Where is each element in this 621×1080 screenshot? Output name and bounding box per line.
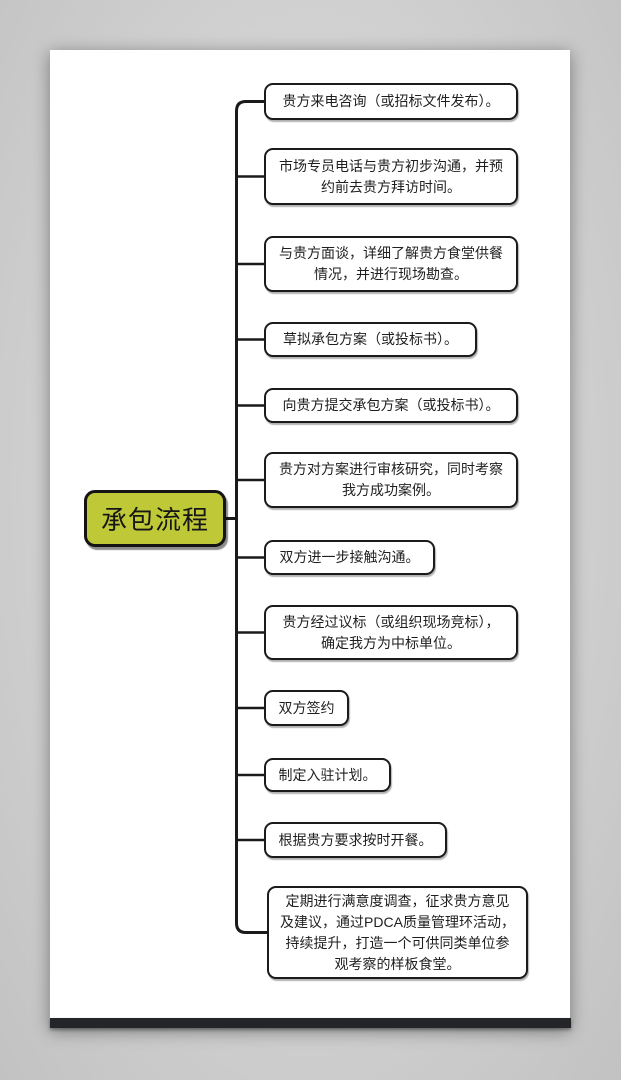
topic-node-3[interactable]: 与贵方面谈，详细了解贵方食堂供餐 情况，并进行现场勘查。 [264,236,518,292]
topic-label: 草拟承包方案（或投标书）。 [283,331,458,347]
page-bottom-bar [50,1018,571,1028]
topic-label: 双方签约 [278,699,335,716]
topic-node-10[interactable]: 制定入驻计划。 [264,758,391,792]
topic-node-6[interactable]: 贵方对方案进行审核研究，同时考察 我方成功案例。 [264,452,518,508]
topic-node-4[interactable]: 草拟承包方案（或投标书）。 [264,322,477,357]
topic-label: 制定入驻计划。 [278,766,377,783]
topic-node-5[interactable]: 向贵方提交承包方案（或投标书）。 [264,388,518,423]
topic-label: 与贵方面谈，详细了解贵方食堂供餐 情况，并进行现场勘查。 [279,245,503,282]
root-topic-label: 承包流程 [100,505,209,535]
topic-node-7[interactable]: 双方进一步接触沟通。 [264,540,435,575]
topic-label: 向贵方提交承包方案（或投标书）。 [282,397,500,413]
topic-label: 根据贵方要求按时开餐。 [278,831,433,848]
topic-label: 贵方经过议标（或组织现场竞标）， 确定我方为中标单位。 [282,613,500,651]
topic-node-2[interactable]: 市场专员电话与贵方初步沟通，并预 约前去贵方拜访时间。 [264,148,518,205]
topic-node-1[interactable]: 贵方来电咨询（或招标文件发布）。 [264,83,518,120]
topic-label: 定期进行满意度调查，征求贵方意见 及建议，通过PDCA质量管理环活动， 持续提升… [280,892,515,972]
topic-node-12[interactable]: 定期进行满意度调查，征求贵方意见 及建议，通过PDCA质量管理环活动， 持续提升… [267,886,528,979]
root-topic-node[interactable]: 承包流程 [84,490,226,547]
topic-node-8[interactable]: 贵方经过议标（或组织现场竞标）， 确定我方为中标单位。 [264,605,518,660]
topic-label: 贵方对方案进行审核研究，同时考察 我方成功案例。 [279,461,503,498]
topic-node-9[interactable]: 双方签约 [264,690,349,726]
topic-label: 贵方来电咨询（或招标文件发布）。 [282,93,500,109]
topic-label: 双方进一步接触沟通。 [279,549,420,565]
topic-node-11[interactable]: 根据贵方要求按时开餐。 [264,822,447,858]
topic-label: 市场专员电话与贵方初步沟通，并预 约前去贵方拜访时间。 [279,157,503,195]
